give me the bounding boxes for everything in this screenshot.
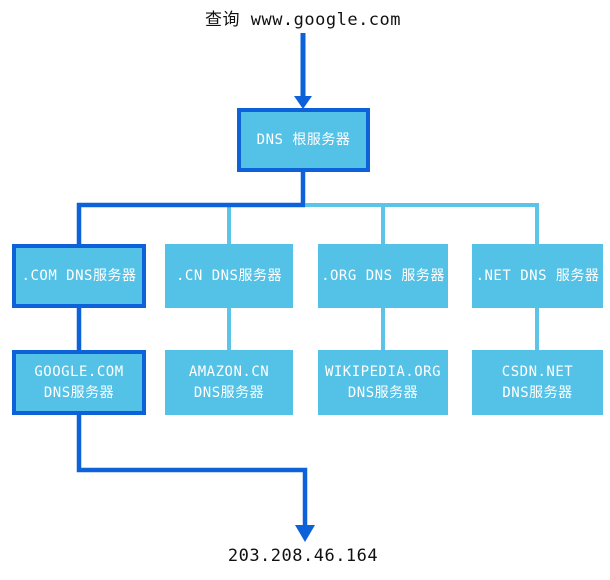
query-arrow-head-icon — [294, 96, 312, 109]
auth-server-type-csdn: DNS服务器 — [502, 384, 573, 401]
auth-server-name-csdn: CSDN.NET — [501, 363, 574, 380]
auth-server-type-amazon: DNS服务器 — [193, 384, 265, 401]
query-title: 查询 www.google.com — [204, 10, 402, 30]
auth-server-box-amazon: AMAZON.CN DNS服务器 — [165, 350, 293, 415]
auth-server-type-wikipedia: DNS服务器 — [347, 384, 419, 401]
resolved-ip-address: 203.208.46.164 — [227, 546, 379, 566]
tld-server-box-cn: .CN DNS服务器 — [165, 244, 293, 308]
auth-server-name-wikipedia: WIKIPEDIA.ORG — [324, 363, 442, 380]
root-server-label: DNS 根服务器 — [256, 131, 351, 148]
auth-server-box-wikipedia: WIKIPEDIA.ORG DNS服务器 — [318, 350, 448, 415]
auth-server-box-google: GOOGLE.COM DNS服务器 — [12, 350, 146, 415]
tld-server-label-com: .COM DNS服务器 — [21, 267, 137, 284]
result-arrow-head-icon — [295, 525, 315, 542]
result-path-line — [76, 414, 308, 527]
tld-server-label-net: .NET DNS 服务器 — [475, 267, 600, 284]
tld-server-box-com: .COM DNS服务器 — [12, 244, 146, 308]
root-server-box: DNS 根服务器 — [237, 108, 370, 172]
tld-server-label-org: .ORG DNS 服务器 — [321, 267, 445, 284]
tld-server-box-net: .NET DNS 服务器 — [472, 244, 603, 308]
tld-server-box-org: .ORG DNS 服务器 — [318, 244, 448, 308]
auth-server-type-google: DNS服务器 — [43, 384, 115, 401]
auth-server-name-google: GOOGLE.COM — [34, 363, 124, 380]
auth-server-box-csdn: CSDN.NET DNS服务器 — [472, 350, 603, 415]
auth-server-name-amazon: AMAZON.CN — [188, 363, 270, 380]
tld-server-label-cn: .CN DNS服务器 — [175, 267, 282, 284]
